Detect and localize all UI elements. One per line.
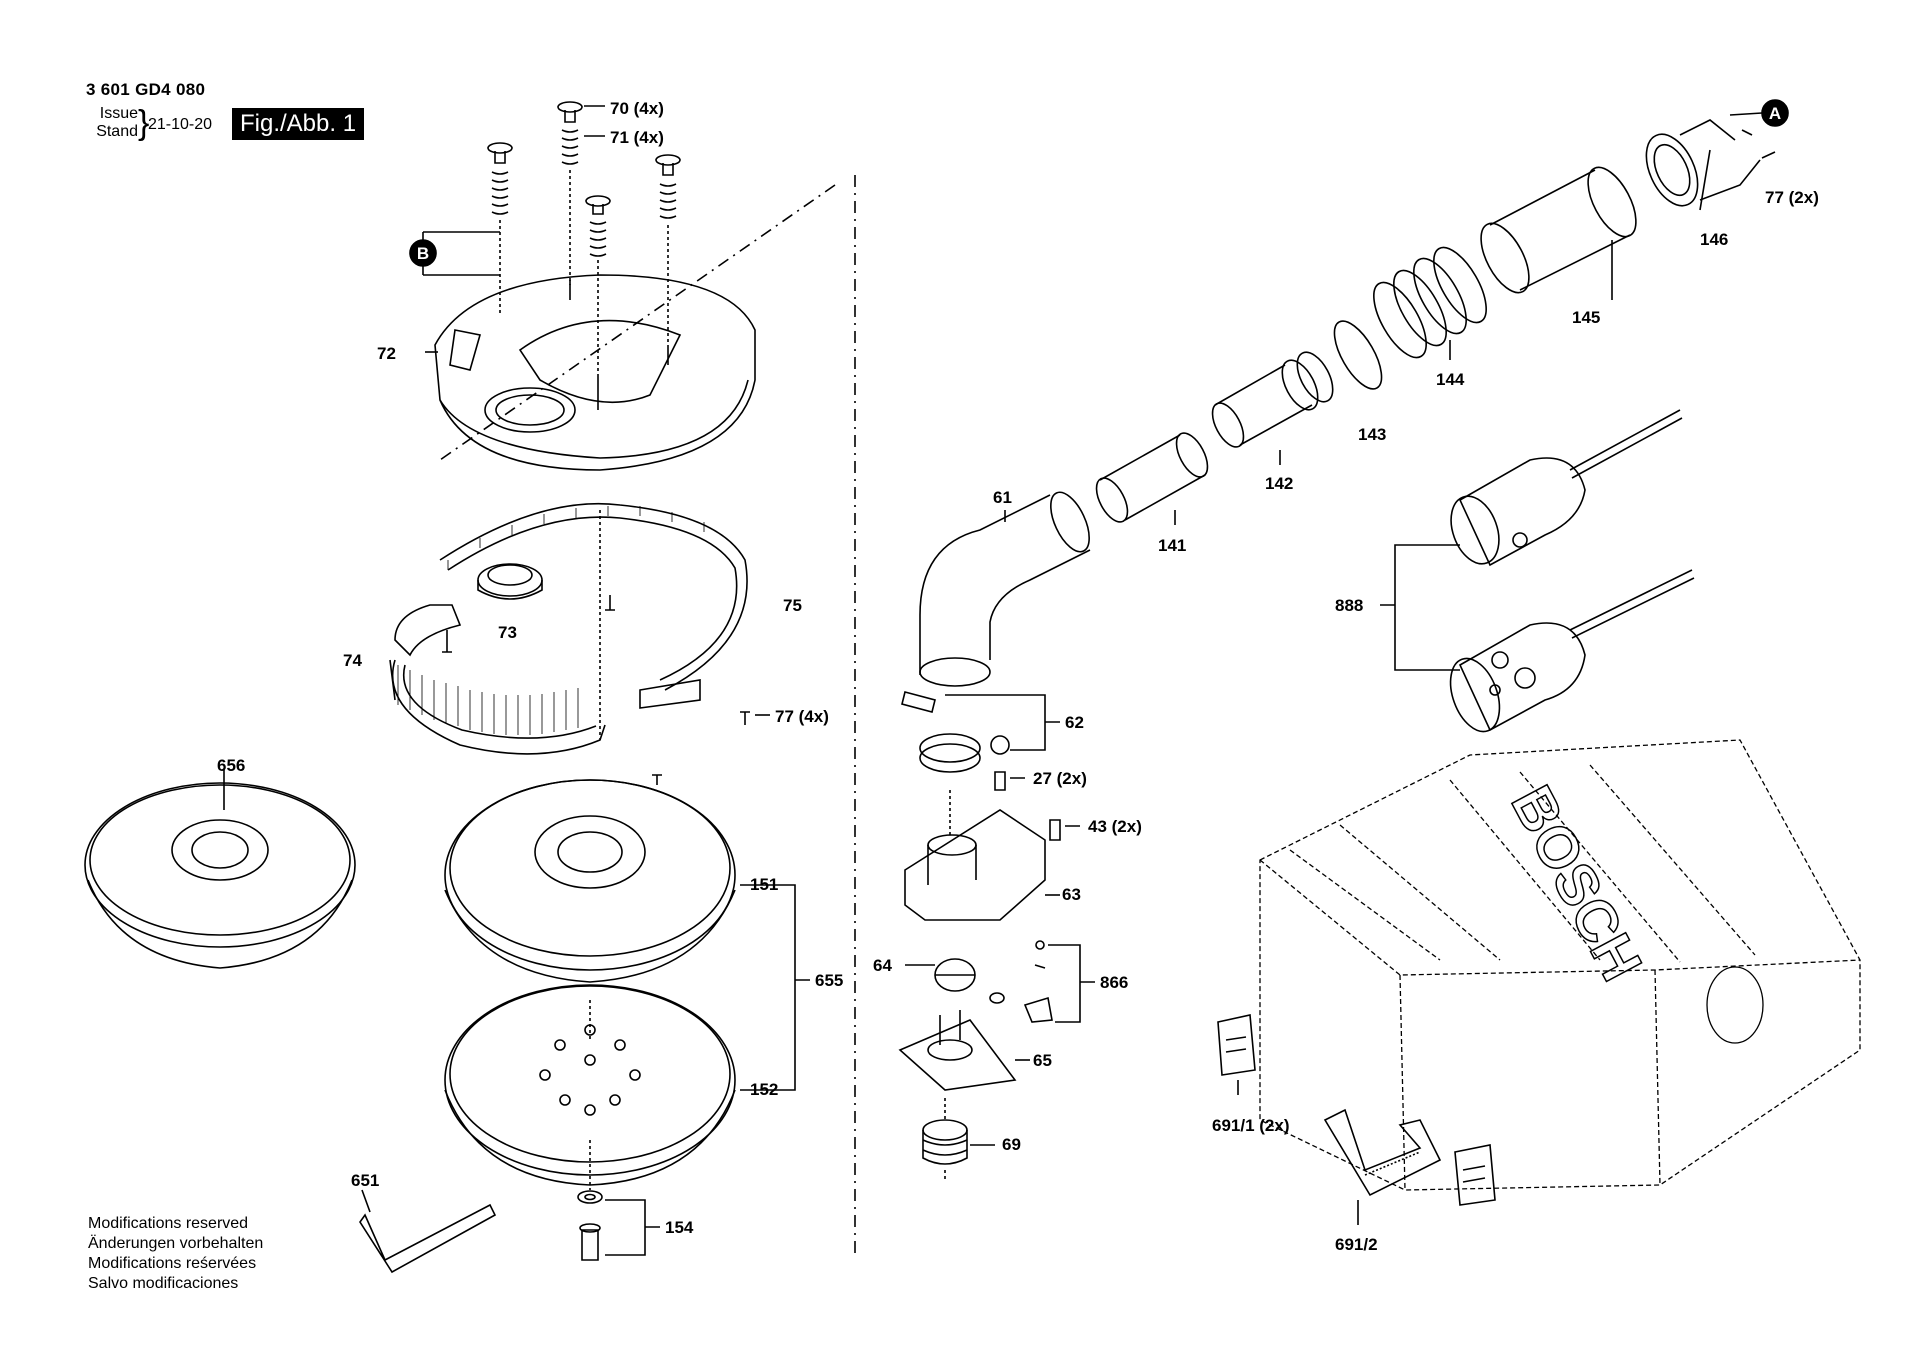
notice-fr: Modifications reśervées [88, 1255, 257, 1272]
label-27: 27 (2x) [1033, 769, 1087, 788]
label-72: 72 [377, 344, 396, 363]
washer-screw-154 [577, 1140, 660, 1261]
screw-27 [994, 771, 1025, 791]
label-691-2: 691/2 [1335, 1235, 1378, 1254]
tube-141 [1095, 432, 1209, 525]
notice-es: Salvo modificaciones [88, 1275, 239, 1292]
issue-label-de: Stand [96, 123, 138, 140]
flap-64 [905, 958, 976, 992]
screw-spring-group [487, 101, 681, 375]
screw-43 [1049, 819, 1080, 841]
nozzle-69 [922, 1098, 995, 1180]
pad-152 [444, 984, 736, 1186]
bearing-73 [477, 563, 543, 600]
label-64: 64 [873, 956, 892, 975]
notice-de: Änderungen vorbehalten [88, 1235, 264, 1252]
hex-key-651 [359, 1189, 497, 1274]
o-ring-143 [1333, 320, 1383, 390]
case-logo-text: BOSCH [1499, 776, 1655, 991]
label-77-2x: 77 (2x) [1765, 188, 1819, 207]
small-screws-77 [442, 595, 770, 785]
housing-72 [425, 274, 756, 471]
label-69: 69 [1002, 1135, 1021, 1154]
latch-691-1 [1217, 1014, 1496, 1206]
issue-date: 21-10-20 [148, 116, 213, 133]
footer-notice: Modifications reserved Änderungen vorbeh… [88, 1214, 263, 1294]
label-74: 74 [343, 651, 362, 670]
label-656: 656 [217, 756, 245, 775]
base-65 [898, 1010, 1030, 1091]
elbow-hose-61 [919, 491, 1091, 687]
callout-a: A [1769, 104, 1781, 123]
label-144: 144 [1436, 370, 1465, 389]
label-43: 43 (2x) [1088, 817, 1142, 836]
label-651: 651 [351, 1171, 379, 1190]
ring-74-75 [389, 502, 748, 755]
label-152: 152 [750, 1080, 778, 1099]
label-71: 71 (4x) [610, 128, 664, 147]
label-141: 141 [1158, 536, 1186, 555]
document-number: 3 601 GD4 080 [86, 80, 206, 99]
issue-brace: } [138, 104, 150, 142]
clamp-62 [901, 691, 1060, 773]
coupling-146 [1645, 119, 1776, 211]
tube-142 [1211, 351, 1334, 465]
adapter-63 [904, 790, 1060, 921]
carrying-case [1259, 739, 1861, 1191]
figure-label: Fig./Abb. 1 [232, 108, 365, 140]
label-65: 65 [1033, 1051, 1052, 1070]
label-691-1: 691/1 (2x) [1212, 1116, 1290, 1135]
label-77-4x: 77 (4x) [775, 707, 829, 726]
label-151: 151 [750, 875, 778, 894]
label-866: 866 [1100, 973, 1128, 992]
label-73: 73 [498, 623, 517, 642]
issue-label-en: Issue [99, 105, 138, 122]
label-154: 154 [665, 1218, 694, 1237]
label-75: 75 [783, 596, 802, 615]
label-70: 70 (4x) [610, 99, 664, 118]
callout-b: B [417, 244, 429, 263]
label-62: 62 [1065, 713, 1084, 732]
document-header: 3 601 GD4 080 Issue Stand } 21-10-20 Fig… [86, 80, 506, 150]
label-145: 145 [1572, 308, 1600, 327]
label-142: 142 [1265, 474, 1293, 493]
seal-kit-866 [989, 940, 1095, 1023]
label-61: 61 [993, 488, 1012, 507]
label-655: 655 [815, 971, 843, 990]
bracket-655 [740, 884, 810, 1091]
label-63: 63 [1062, 885, 1081, 904]
label-143: 143 [1358, 425, 1386, 444]
pad-151 [444, 779, 736, 983]
issue-label: Issue Stand [86, 105, 138, 141]
pad-656 [84, 770, 356, 969]
label-146: 146 [1700, 230, 1728, 249]
spring-144 [1373, 246, 1487, 360]
label-888: 888 [1335, 596, 1363, 615]
handle-691-2 [1323, 1108, 1442, 1225]
endcap-888 [1380, 409, 1695, 733]
notice-en: Modifications reserved [88, 1215, 249, 1232]
sleeve-145 [1480, 166, 1637, 300]
